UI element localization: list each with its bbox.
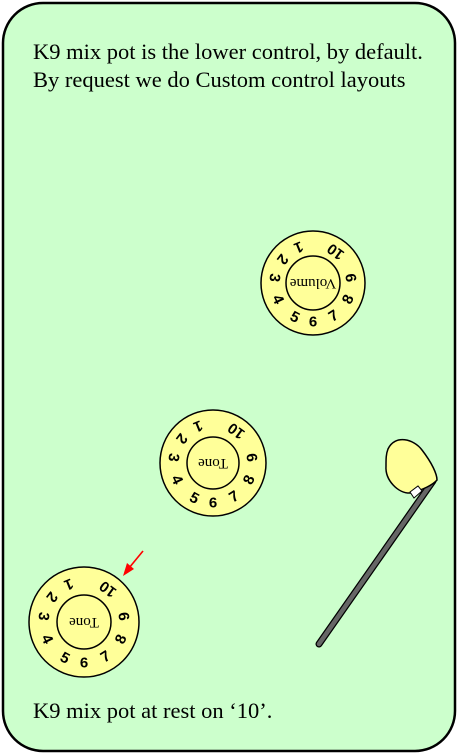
knob-label: Volume bbox=[289, 275, 336, 291]
knob-label: Tone bbox=[69, 614, 99, 630]
bottom-note: K9 mix pot at rest on ‘10’. bbox=[33, 697, 428, 725]
knob-scale-digit: 6 bbox=[309, 314, 317, 331]
knob-label: Tone bbox=[198, 455, 228, 471]
knob-scale-digit: 6 bbox=[80, 655, 88, 672]
top-note: K9 mix pot is the lower control, by defa… bbox=[33, 38, 428, 94]
knob-scale-digit: 6 bbox=[209, 495, 217, 512]
